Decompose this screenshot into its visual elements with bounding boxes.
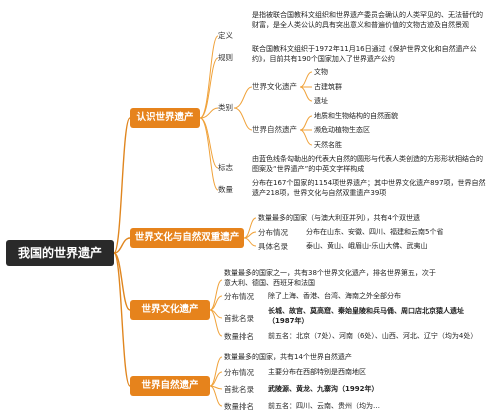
cultural-rank-label: 数量排名: [224, 332, 254, 341]
link-nature-items: [299, 115, 313, 146]
mixed-most-text: 数量最多的国家（与澳大利亚并列），共有4个双世遗: [258, 214, 420, 222]
natural-dist-label: 分布情况: [224, 368, 254, 377]
link-b1-emblem: [199, 117, 219, 169]
nature-item-endangered: 濒危动植物生态区: [314, 126, 370, 134]
nature-item-geology: 地质和生物结构的自然面貌: [314, 112, 398, 120]
link-b1-def: [199, 35, 219, 119]
natural-most-text: 数量最多的国家，共有14个世界自然遗产: [224, 353, 352, 361]
link-culture-items: [299, 71, 313, 102]
cultural-most-text: 数量最多的国家之一，共有38个世界文化遗产，排名世界第五，次于意大利、德国、西班…: [224, 269, 436, 287]
cultural-first-text: 长城、故宫、莫高窟、秦始皇陵和兵马俑、周口店北京猿人遗址（1987年）: [268, 307, 464, 325]
natural-rank-text: 前五名：四川、云南、贵州（均为…: [268, 402, 380, 410]
link-root-b2: [113, 237, 131, 254]
cultural-first-label: 首批名录: [224, 314, 254, 323]
nature-item-scenic: 天然名胜: [314, 141, 342, 149]
branch-understand-heritage[interactable]: 认识世界遗产: [130, 108, 200, 128]
cultural-rank-text: 前五名：北京（7处）、河南（6处）、山西、河北、辽宁（均为4处）: [268, 332, 478, 340]
emblem-label: 标志: [218, 163, 233, 172]
link-cat-culture: [233, 86, 253, 109]
natural-rank-label: 数量排名: [224, 402, 254, 411]
link-b3-most: [209, 279, 223, 311]
mixed-names-label: 具体名录: [258, 242, 288, 251]
link-cat-nature: [233, 107, 253, 131]
cultural-dist-label: 分布情况: [224, 292, 254, 301]
link-b4-rank: [209, 385, 223, 407]
link-b1-rules: [199, 57, 219, 119]
branch-mixed-heritage[interactable]: 世界文化与自然双重遗产: [130, 228, 244, 248]
culture-item-relics: 文物: [314, 68, 328, 76]
category-culture-label: 世界文化遗产: [252, 82, 297, 91]
link-root-b1: [113, 117, 131, 254]
mixed-dist-label: 分布情况: [258, 228, 288, 237]
root-node[interactable]: 我国的世界遗产: [6, 240, 114, 266]
link-root-b4: [113, 252, 131, 387]
link-b1-cat: [199, 107, 219, 119]
definition-text: 是指被联合国教科文组织和世界遗产委员会确认的人类罕见的、无法替代的财富，是全人类…: [252, 11, 483, 29]
cultural-dist-text: 除了上海、香港、台湾、海南之外全部分布: [268, 292, 401, 300]
natural-first-label: 首批名录: [224, 385, 254, 394]
link-b1-count: [199, 117, 219, 191]
mixed-names-text: 泰山、黄山、峨眉山-乐山大佛、武夷山: [306, 242, 428, 250]
natural-first-text: 武陵源、黄龙、九寨沟（1992年）: [268, 385, 379, 393]
rules-label: 规则: [218, 53, 233, 62]
category-label: 类别: [218, 103, 233, 112]
culture-item-sites: 遗址: [314, 97, 328, 105]
count-text: 分布在167个国家的1154项世界遗产；其中世界文化遗产897项，世界自然遗产2…: [252, 179, 486, 197]
link-b2-names: [243, 237, 257, 247]
branch-cultural-heritage[interactable]: 世界文化遗产: [130, 300, 210, 320]
emblem-text: 由蓝色线条勾勒出的代表大自然的圆形与代表人类创造的方形形状相结合的图案及“世界遗…: [252, 155, 483, 173]
category-nature-label: 世界自然遗产: [252, 125, 297, 134]
count-label: 数量: [218, 185, 233, 194]
link-b3-dist: [209, 295, 223, 311]
rules-text: 联合国教科文组织于1972年11月16日通过《保护世界文化和自然遗产公约》，目前…: [252, 45, 477, 63]
branch-natural-heritage[interactable]: 世界自然遗产: [130, 376, 210, 396]
definition-label: 定义: [218, 31, 233, 40]
mixed-dist-text: 分布在山东、安徽、四川、福建和云南5个省: [306, 228, 444, 236]
link-b3-rank: [209, 309, 223, 337]
culture-item-buildings: 古建筑群: [314, 83, 342, 91]
natural-dist-text: 主要分布在西部特别是西南地区: [268, 368, 366, 376]
link-b4-most: [209, 356, 223, 387]
